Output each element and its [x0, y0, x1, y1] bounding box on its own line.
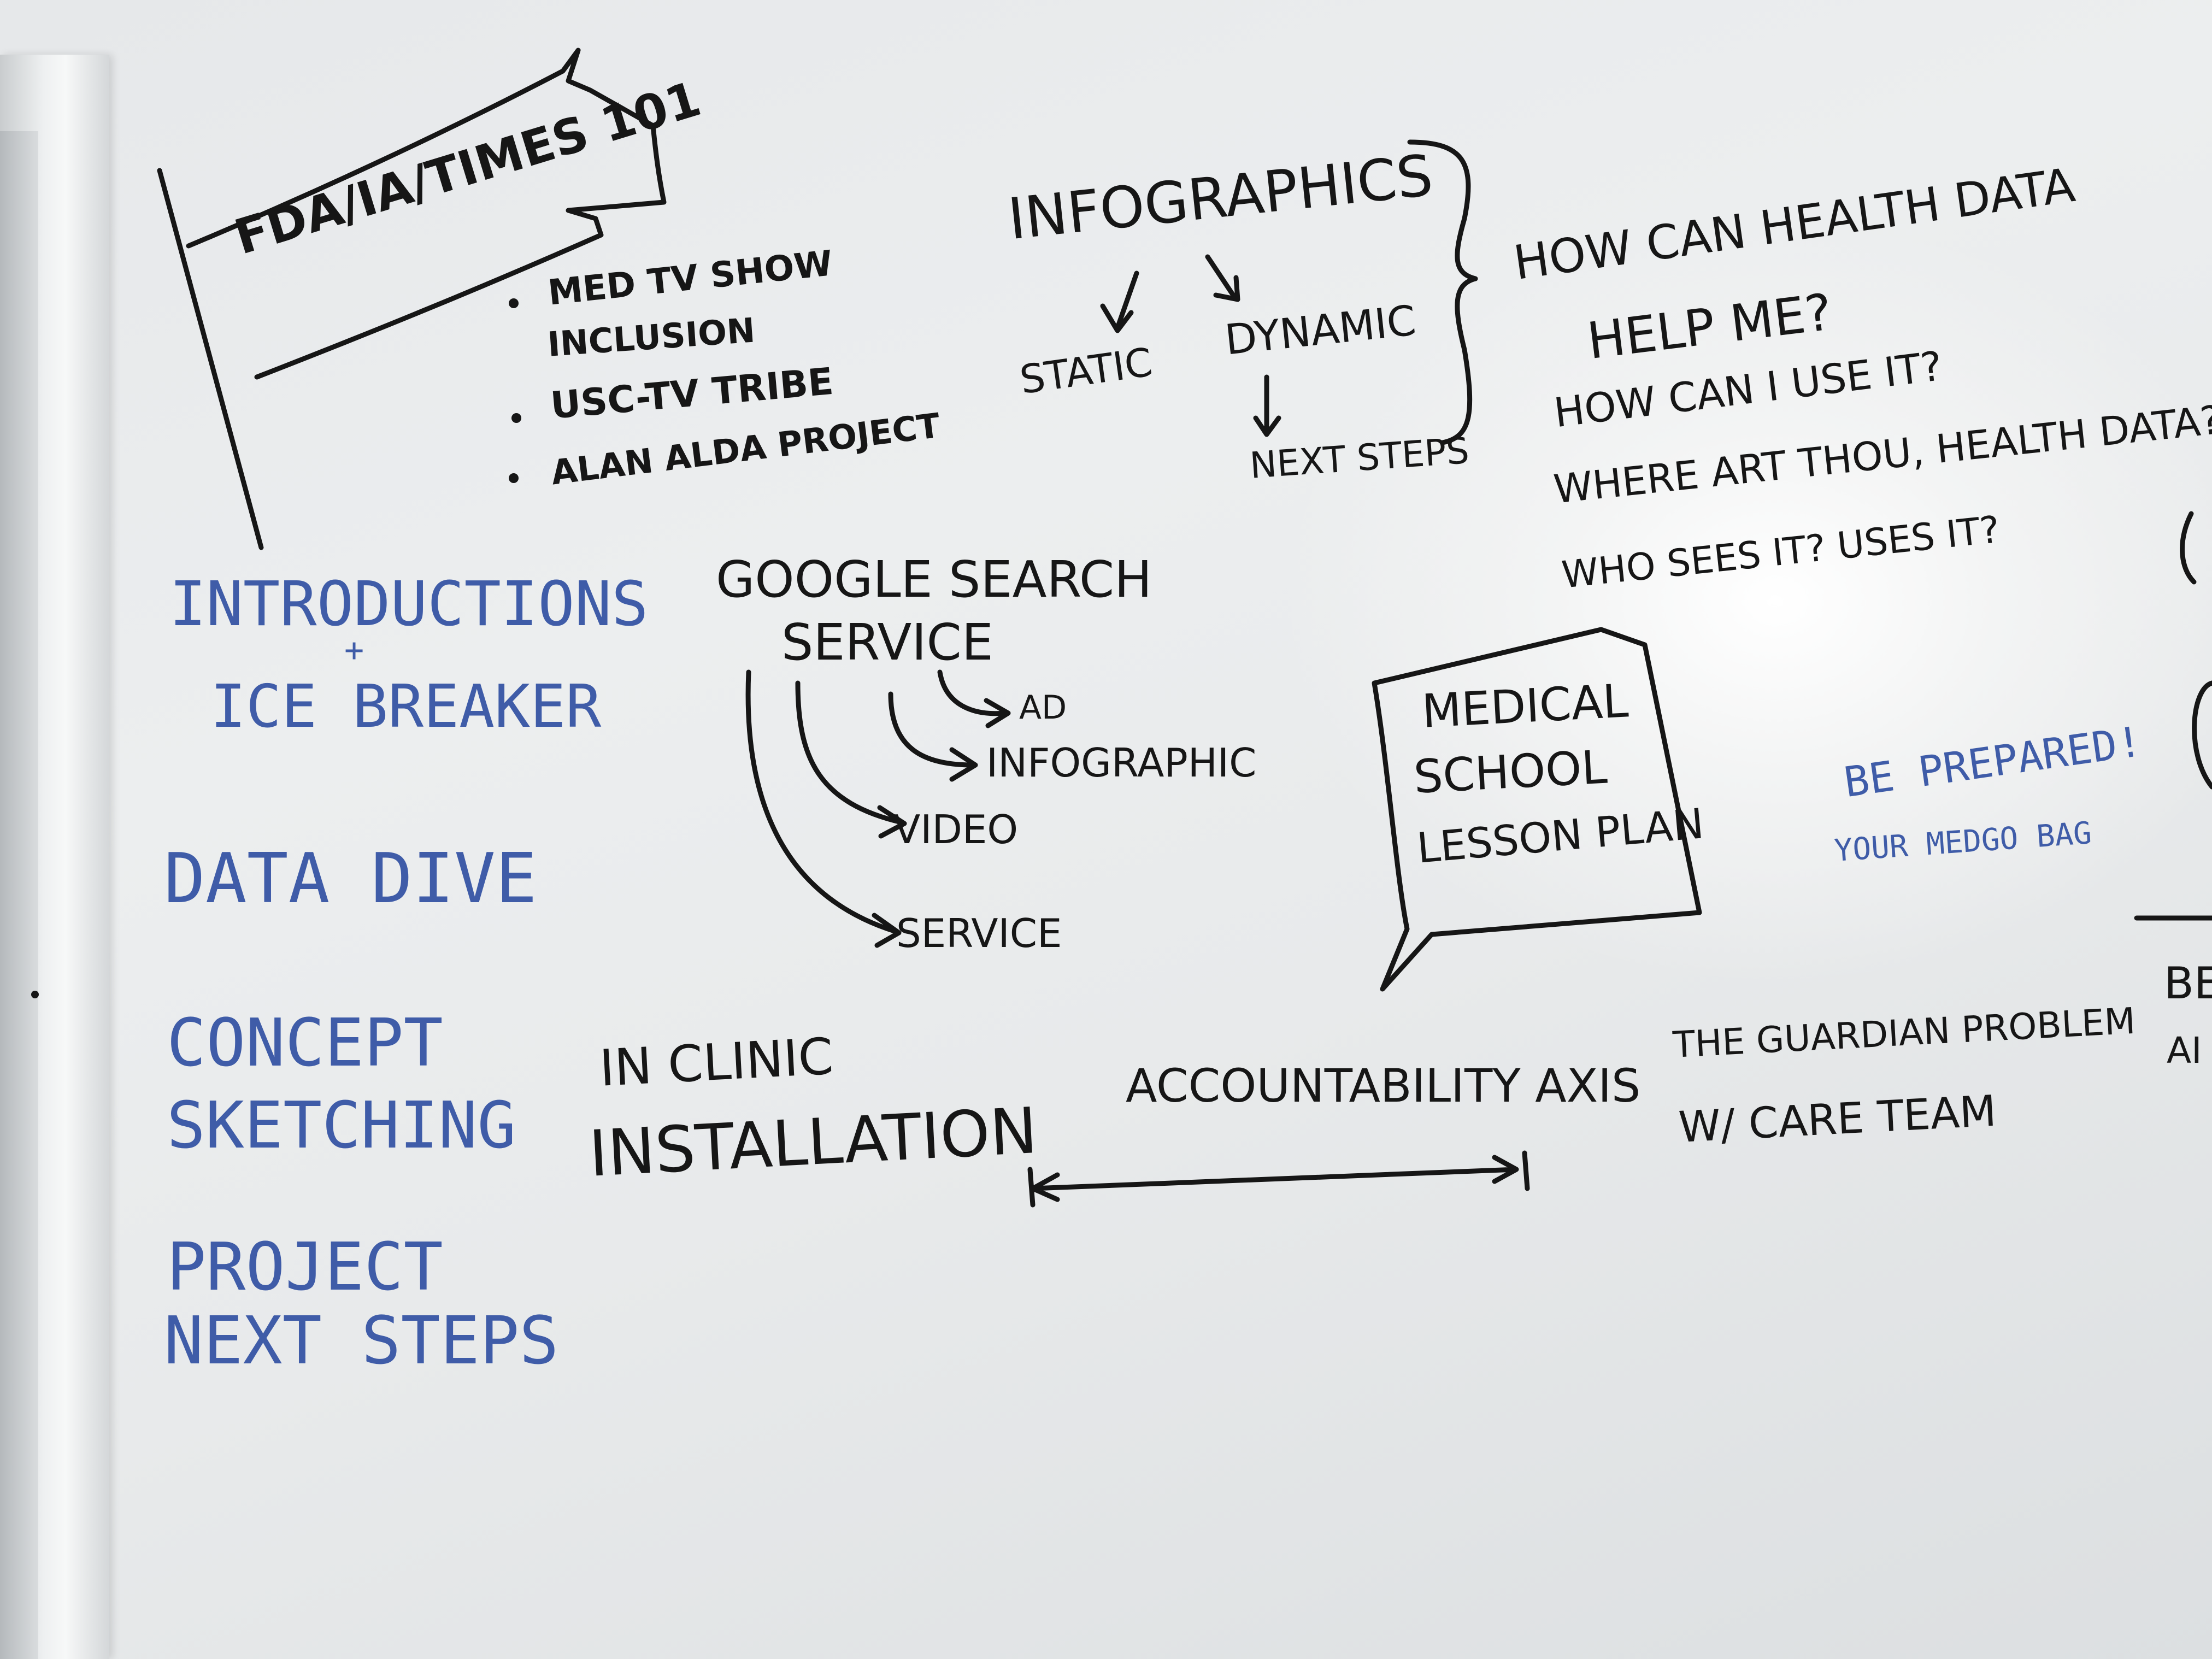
banner-outline — [186, 48, 667, 380]
arrow-service — [745, 669, 902, 948]
agenda-introductions: INTRODUCTIONS — [169, 569, 649, 640]
axis-line — [1027, 1150, 1530, 1208]
stray-dot — [31, 991, 39, 998]
agenda-ice-breaker: ICE BREAKER — [210, 673, 602, 741]
edge-text: BE — [2164, 958, 2212, 1009]
arrow-dynamic — [1205, 254, 1240, 302]
arrow-infographic — [888, 691, 978, 782]
bullet-3 — [509, 473, 519, 483]
google-service-leaf: SERVICE — [896, 910, 1062, 956]
bullet-2 — [511, 413, 521, 423]
agenda-plus: + — [344, 631, 364, 669]
arrow-next — [1253, 374, 1281, 437]
google-service: SERVICE — [781, 613, 993, 672]
agenda-sketching: SKETCHING — [167, 1087, 516, 1163]
curly-brace — [1407, 139, 1478, 445]
speech-bubble — [1372, 627, 1702, 992]
lesson-plan-line: SCHOOL — [1412, 740, 1609, 804]
agenda-concept: CONCEPT — [167, 1005, 443, 1081]
bullet-1 — [509, 298, 519, 308]
google-video: VIDEO — [893, 807, 1019, 852]
google-ad: AD — [1019, 689, 1067, 727]
axis-label: ACCOUNTABILITY AXIS — [1126, 1059, 1641, 1113]
arrow-ad — [937, 669, 1011, 728]
agenda-next-steps: NEXT STEPS — [164, 1303, 559, 1379]
edge-text: AI — [2167, 1029, 2202, 1072]
arrow-video — [795, 680, 907, 839]
agenda-data-dive: DATA DIVE — [164, 838, 537, 919]
door-edge — [0, 131, 38, 1659]
google-title: GOOGLE SEARCH — [716, 550, 1152, 609]
google-infographic: INFOGRAPHIC — [986, 740, 1257, 786]
edge-mark — [2134, 511, 2212, 921]
clinic-line1: IN CLINIC — [598, 1027, 835, 1098]
flag-pole — [157, 168, 264, 550]
lesson-plan-line: MEDICAL — [1420, 674, 1630, 738]
agenda-project: PROJECT — [167, 1229, 443, 1305]
arrow-static — [1100, 270, 1139, 333]
